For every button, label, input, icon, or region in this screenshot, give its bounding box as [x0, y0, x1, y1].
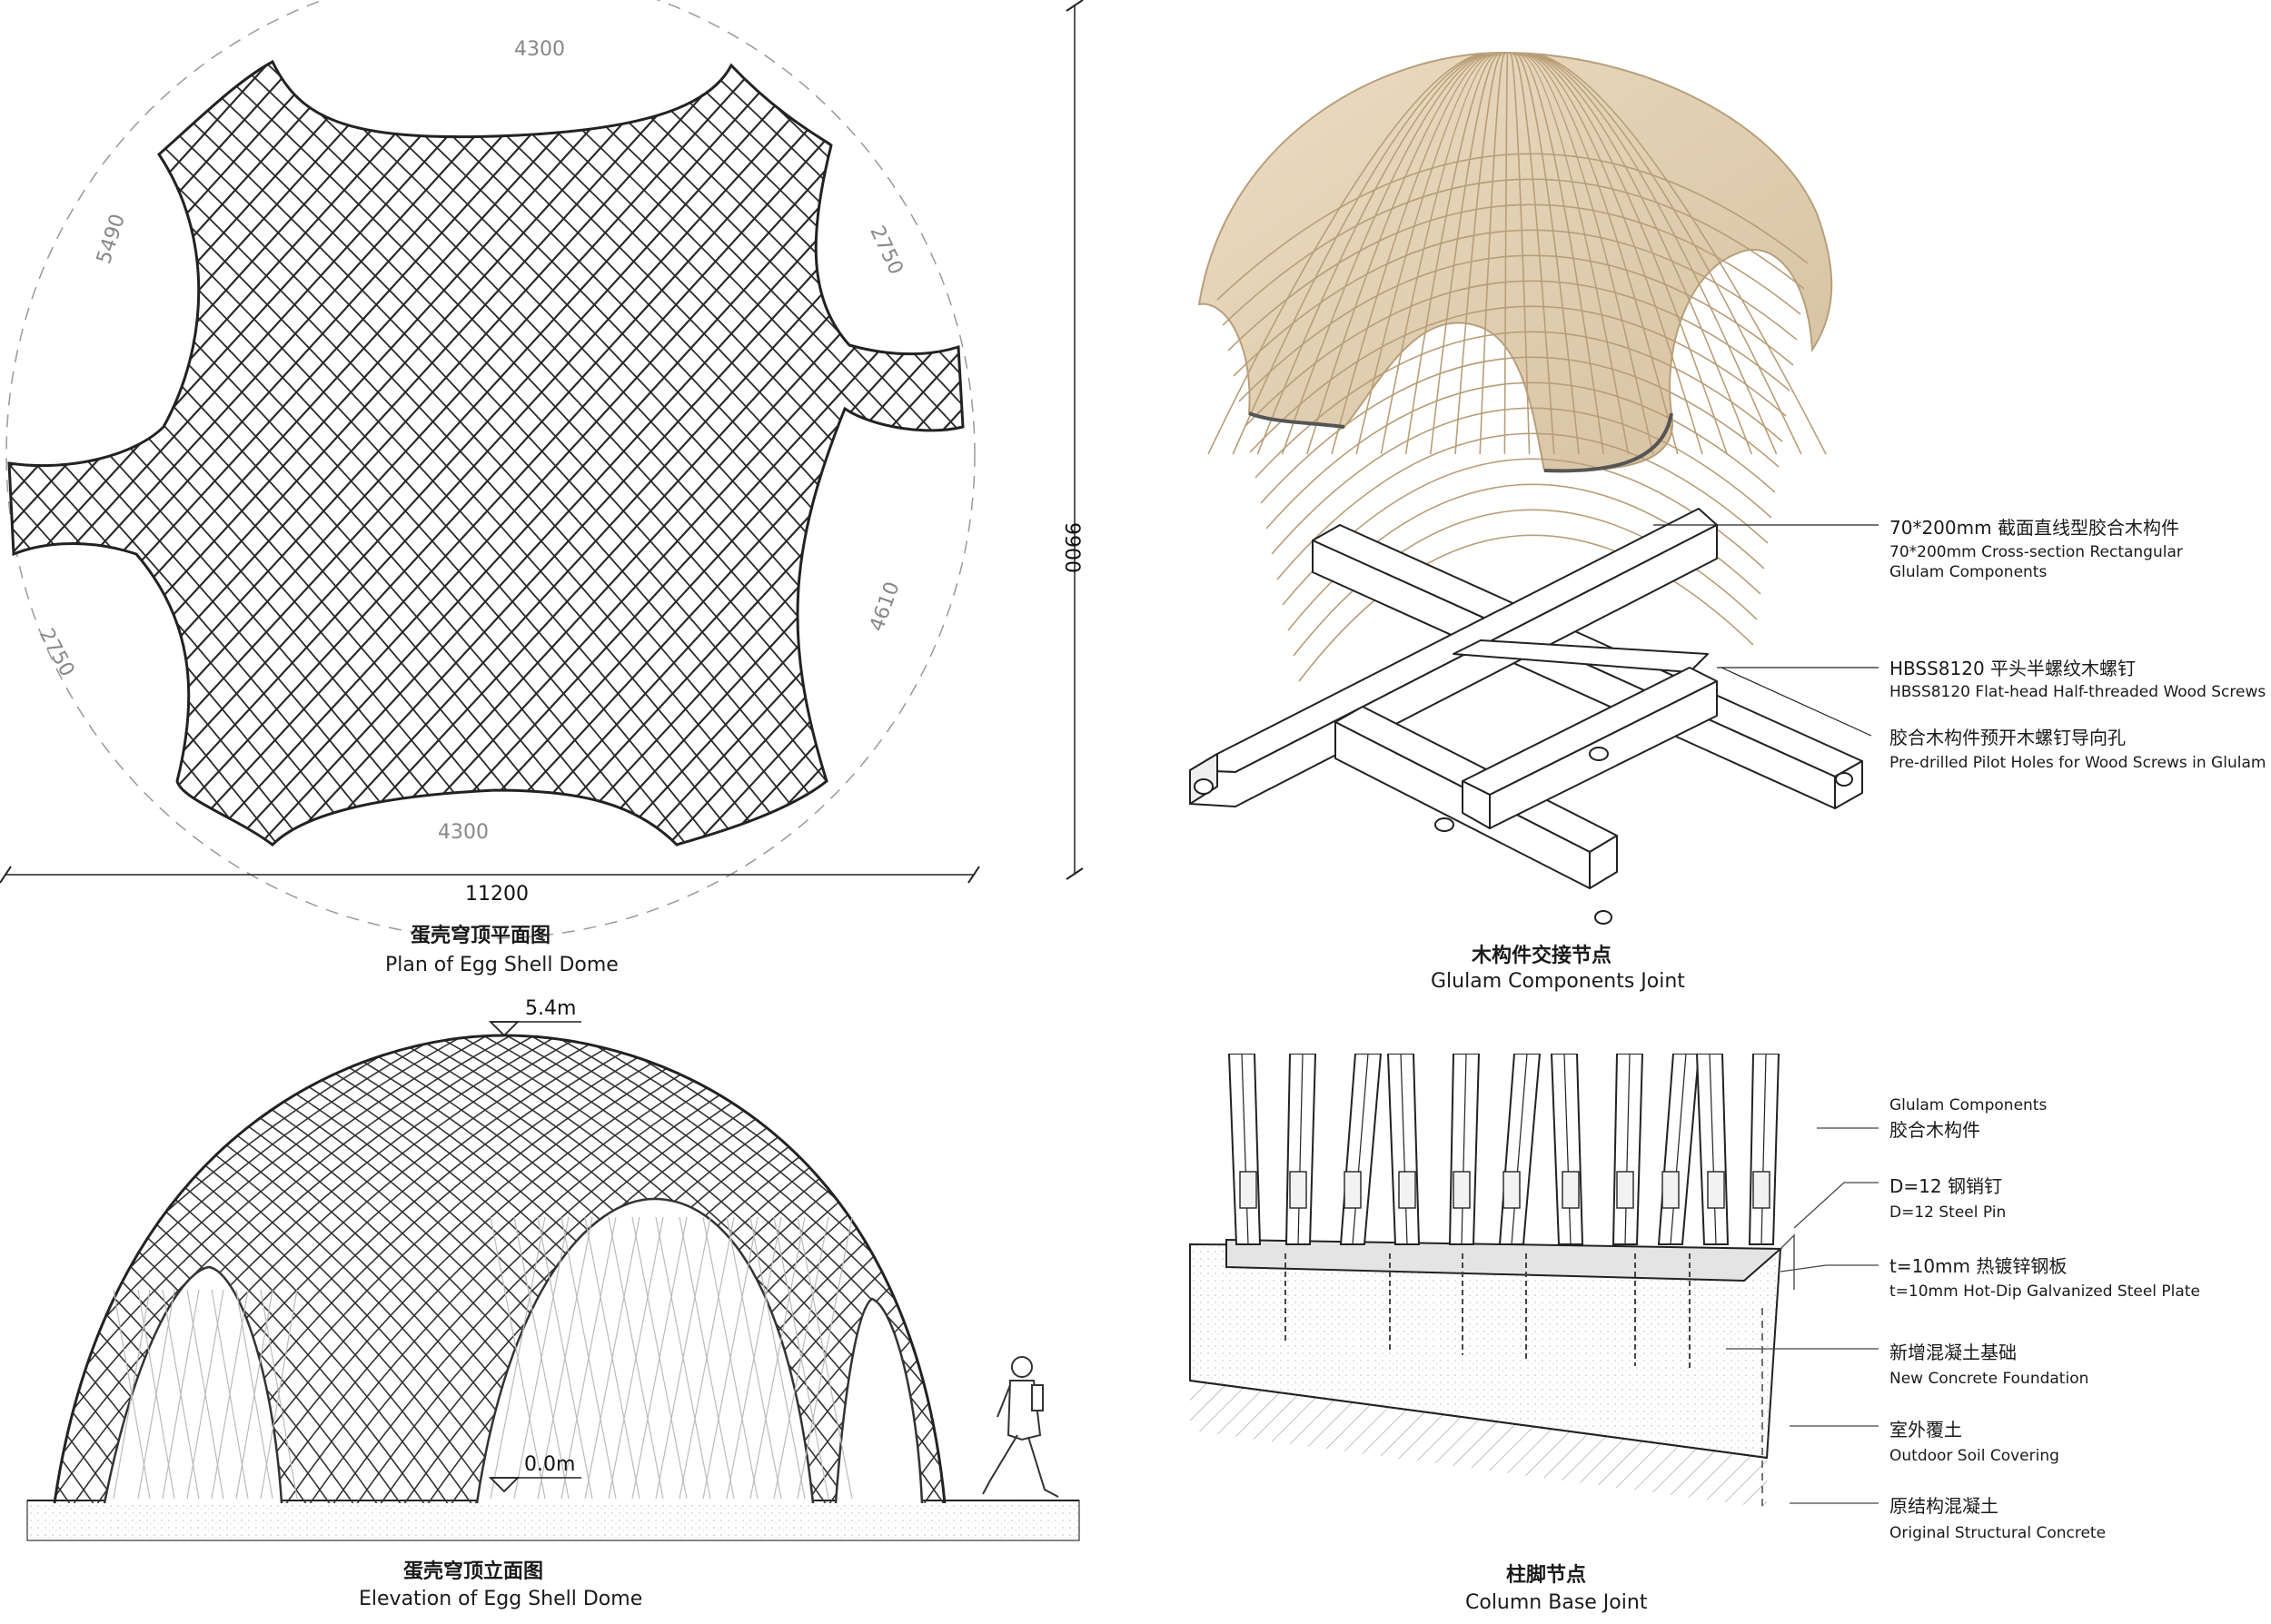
base-callout-2a: D=12 钢销钉 — [1889, 1175, 2002, 1197]
joint-callout-2-en: HBSS8120 Flat-head Half-threaded Wood Sc… — [1889, 683, 2266, 701]
base-callout-6a: 原结构混凝土 — [1889, 1495, 1998, 1517]
base-title-en: Column Base Joint — [1465, 1591, 1648, 1614]
base-title-zh: 柱脚节点 — [1506, 1564, 1587, 1587]
person-figure — [982, 1356, 1059, 1498]
base-callout-3b: t=10mm Hot-Dip Galvanized Steel Plate — [1889, 1282, 2200, 1301]
joint-title-zh: 木构件交接节点 — [1472, 945, 1612, 967]
elevation-title-en: Elevation of Egg Shell Dome — [359, 1588, 643, 1610]
column-base-drawing — [1189, 1054, 1879, 1508]
elevation-top-level: 5.4m — [525, 997, 577, 1020]
joint-callout-1-en2: Glulam Components — [1889, 563, 2048, 581]
elevation-ground-level: 0.0m — [524, 1453, 576, 1476]
base-callout-3a: t=10mm 热镀锌钢板 — [1889, 1255, 2068, 1277]
joint-callout-1-en1: 70*200mm Cross-section Rectangular — [1889, 543, 2183, 561]
plan-dim-height: 9900 — [1060, 522, 1083, 573]
base-callout-1b: 胶合木构件 — [1889, 1119, 1980, 1141]
base-callout-6b: Original Structural Concrete — [1889, 1524, 2107, 1542]
plan-dim-width: 11200 — [465, 883, 529, 906]
base-callout-4b: New Concrete Foundation — [1889, 1370, 2089, 1388]
elevation-title-zh: 蛋壳穹顶立面图 — [403, 1560, 544, 1583]
plan-title-zh: 蛋壳穹顶平面图 — [411, 925, 551, 947]
plan-dim-bottom: 4300 — [438, 821, 489, 844]
steel-plate — [1225, 1238, 1783, 1282]
joint-callout-3-zh: 胶合木构件预开木螺钉导向孔 — [1889, 727, 2126, 748]
base-callout-4a: 新增混凝土基础 — [1889, 1342, 2017, 1363]
elevation-opening-center — [475, 1197, 815, 1504]
elevation-opening-right — [834, 1297, 924, 1504]
joint-title-en: Glulam Components Joint — [1431, 970, 1685, 993]
dome-perspective — [1197, 51, 1833, 682]
ground-slab — [26, 1500, 1080, 1541]
elevation-opening-left — [103, 1265, 283, 1504]
plan-shell-edge — [7, 59, 965, 847]
base-callout-5b: Outdoor Soil Covering — [1889, 1447, 2059, 1465]
glulam-joint-drawing — [1189, 508, 1879, 925]
base-callout-1a: Glulam Components — [1889, 1096, 2048, 1114]
joint-callout-2-zh: HBSS8120 平头半螺纹木螺钉 — [1889, 658, 2137, 679]
plan-outline-circle — [5, 0, 976, 939]
base-callout-2b: D=12 Steel Pin — [1889, 1203, 2007, 1222]
base-callout-5a: 室外覆土 — [1889, 1419, 1962, 1441]
joint-callout-3-en: Pre-drilled Pilot Holes for Wood Screws … — [1889, 754, 2266, 772]
joint-callout-1-zh: 70*200mm 截面直线型胶合木构件 — [1889, 517, 2179, 539]
plan-dim-top: 4300 — [514, 38, 565, 61]
plan-title-en: Plan of Egg Shell Dome — [385, 954, 619, 976]
